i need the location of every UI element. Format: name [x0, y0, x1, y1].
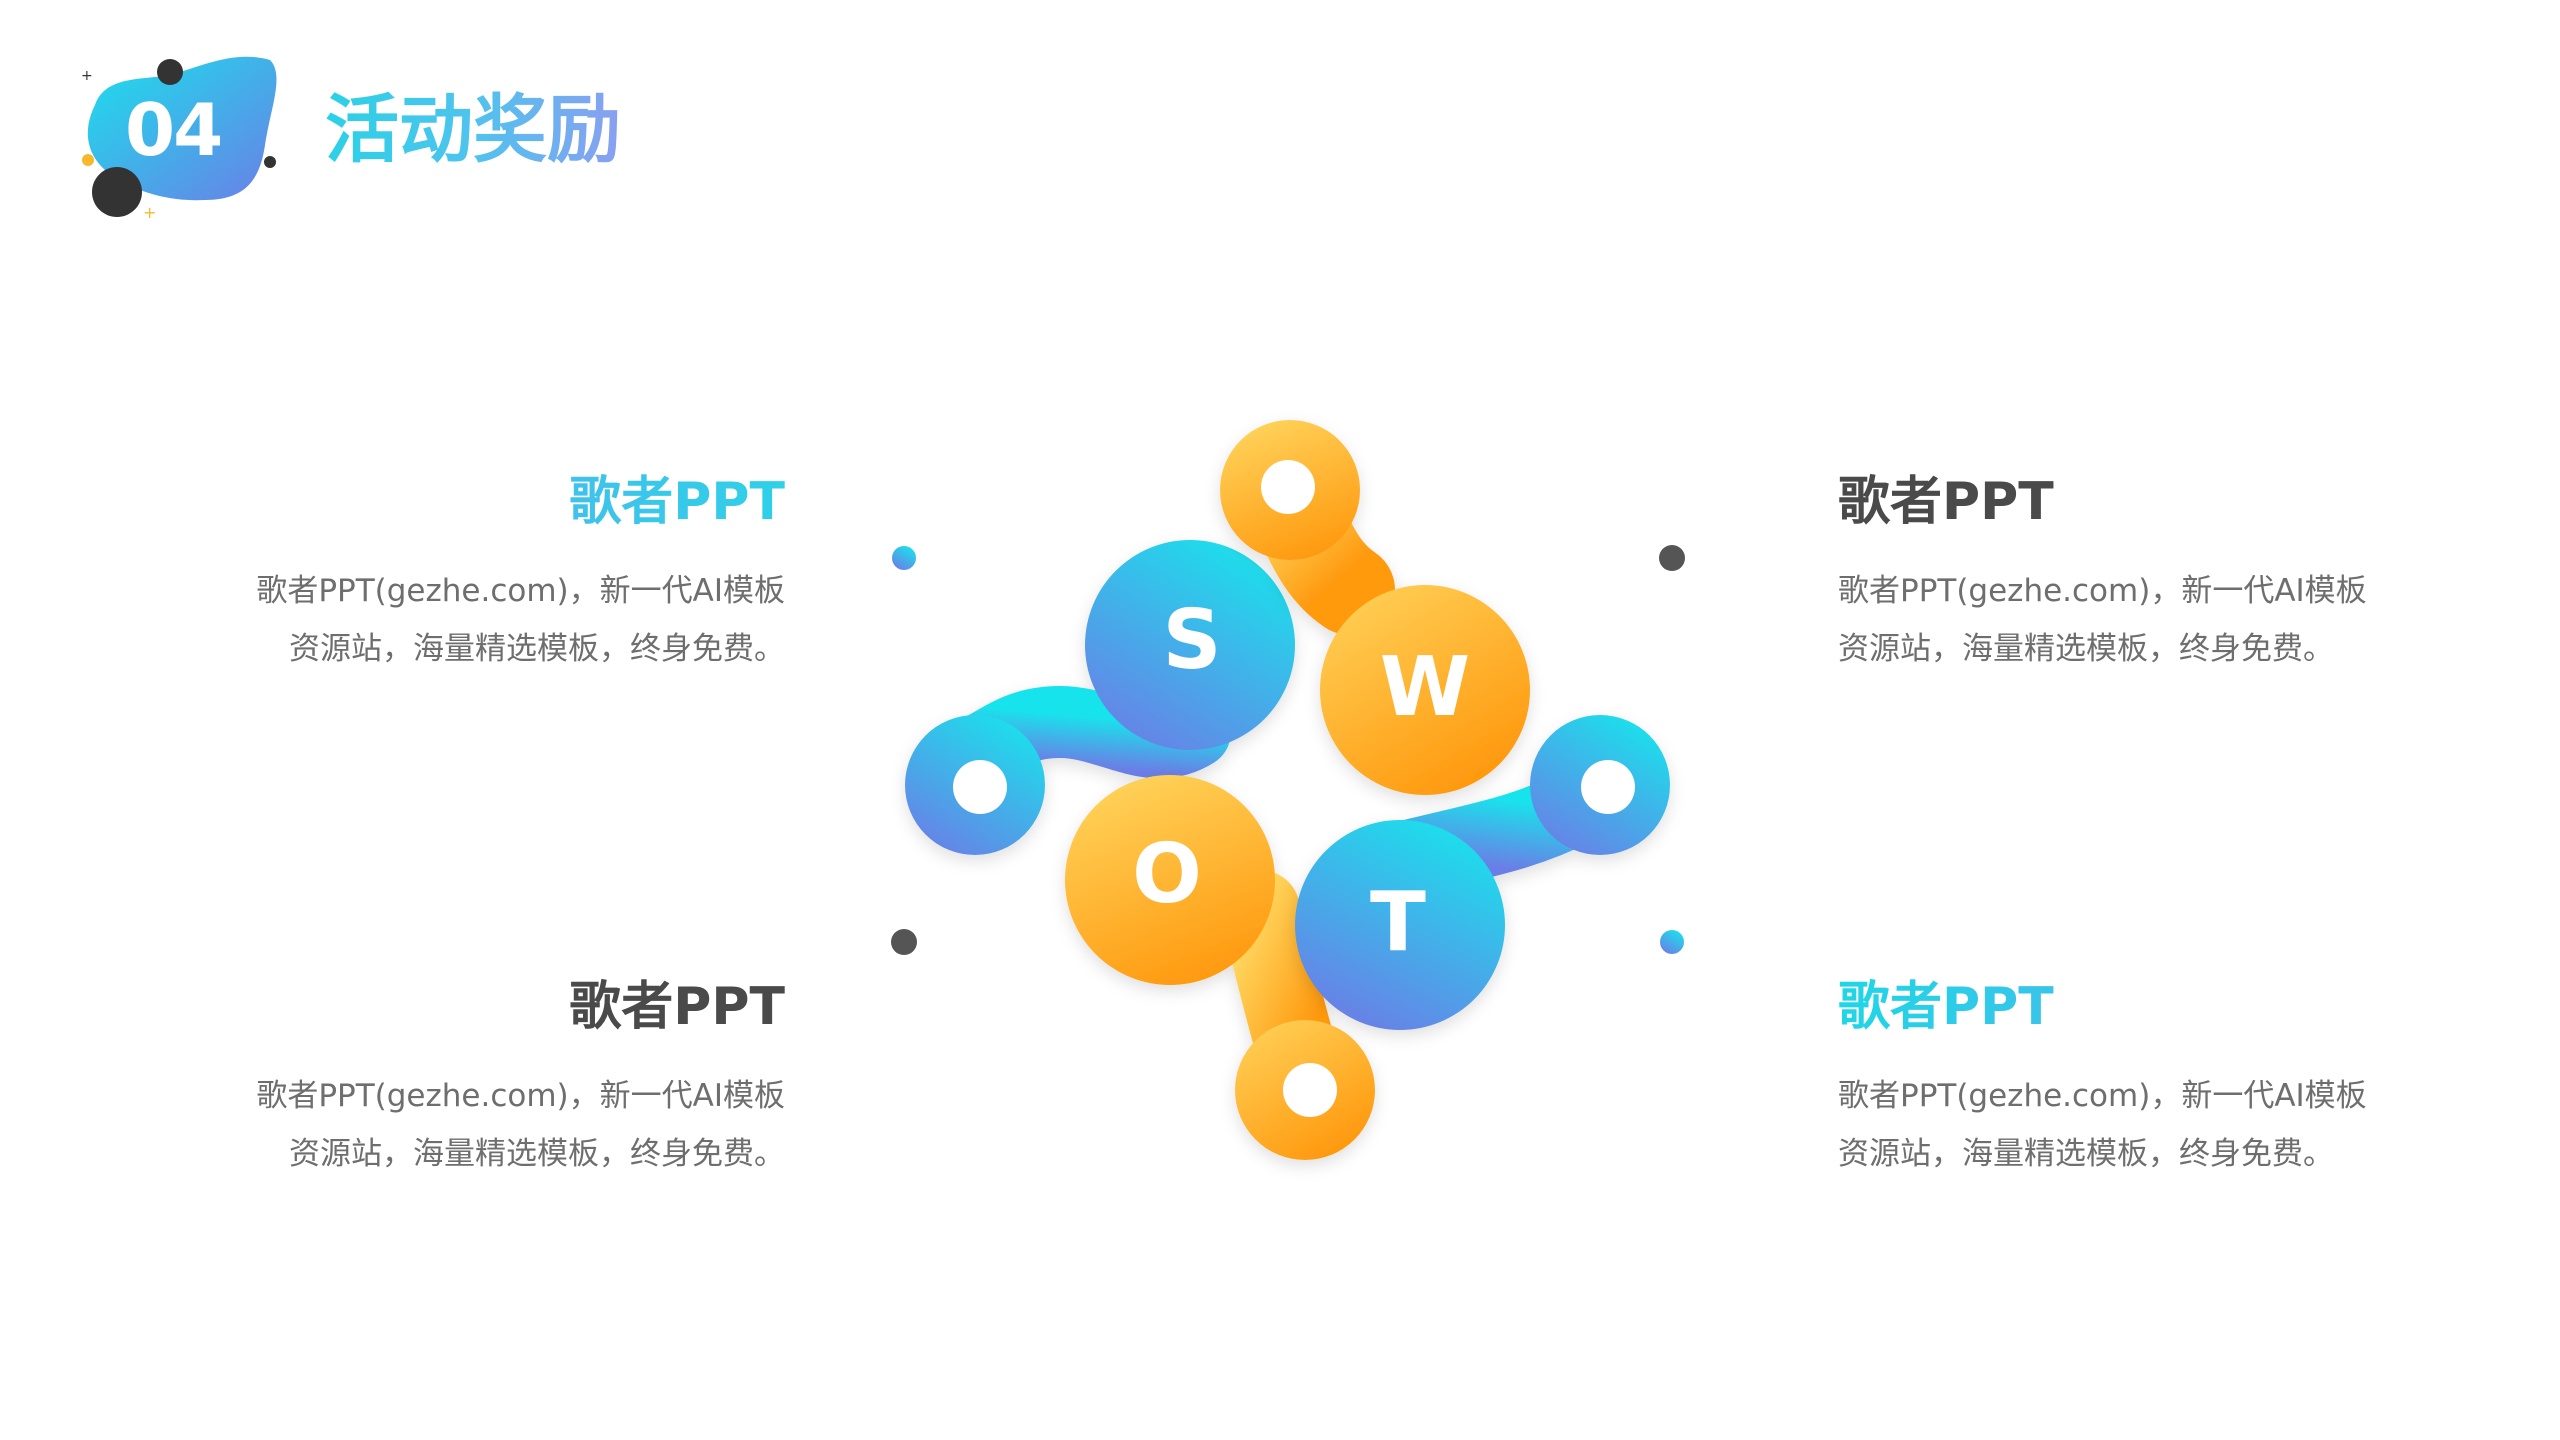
- block-desc-line: 资源站，海量精选模板，终身免费。: [1838, 1136, 2334, 1172]
- badge-dot: [264, 156, 276, 168]
- block-title: 歌者PPT: [1838, 975, 2398, 1039]
- connector-dot: [891, 929, 917, 955]
- block-desc-line: 资源站，海量精选模板，终身免费。: [289, 631, 785, 667]
- block-title: 歌者PPT: [569, 977, 785, 1037]
- connector-dot: [1660, 930, 1684, 954]
- badge-sparkle: +: [81, 68, 93, 84]
- block-title: 歌者PPT: [1838, 472, 2054, 532]
- swot-letter-s: S: [1162, 593, 1221, 688]
- connector-dot: [1659, 545, 1685, 571]
- block-bottom-right: 歌者PPT 歌者PPT(gezhe.com)，新一代AI模板 资源站，海量精选模…: [1838, 975, 2398, 1183]
- swot-node-hole: [953, 760, 1007, 814]
- block-desc-line: 歌者PPT(gezhe.com)，新一代AI模板: [256, 1078, 785, 1114]
- block-desc-line: 歌者PPT(gezhe.com)，新一代AI模板: [256, 573, 785, 609]
- section-number-badge: + +: [81, 56, 277, 220]
- swot-letter-t: T: [1370, 875, 1426, 970]
- swot-o-shape: [1065, 775, 1375, 1160]
- block-bottom-left: 歌者PPT 歌者PPT(gezhe.com)，新一代AI模板 资源站，海量精选模…: [225, 975, 785, 1183]
- block-desc-line: 资源站，海量精选模板，终身免费。: [289, 1136, 785, 1172]
- swot-node-hole: [1261, 460, 1315, 514]
- swot-node-hole: [1581, 760, 1635, 814]
- swot-w-shape: [1220, 420, 1530, 795]
- block-title: 歌者PPT: [225, 470, 785, 534]
- block-top-right: 歌者PPT 歌者PPT(gezhe.com)，新一代AI模板 资源站，海量精选模…: [1838, 470, 2398, 678]
- swot-t-shape: [1295, 715, 1670, 1030]
- block-desc-line: 资源站，海量精选模板，终身免费。: [1838, 631, 2334, 667]
- swot-node-hole: [1283, 1063, 1337, 1117]
- block-desc-line: 歌者PPT(gezhe.com)，新一代AI模板: [1838, 1078, 2367, 1114]
- badge-blob-shape: [87, 56, 277, 201]
- badge-dot: [157, 59, 183, 85]
- swot-letter-o: O: [1132, 827, 1202, 922]
- block-top-left: 歌者PPT 歌者PPT(gezhe.com)，新一代AI模板 资源站，海量精选模…: [225, 470, 785, 678]
- block-desc-line: 歌者PPT(gezhe.com)，新一代AI模板: [1838, 573, 2367, 609]
- swot-s-shape: [905, 540, 1295, 855]
- swot-diagram: S W O T: [891, 420, 1685, 1160]
- page-title: 活动奖励: [325, 82, 621, 178]
- badge-dot: [82, 154, 94, 166]
- badge-sparkle: +: [143, 203, 156, 220]
- swot-letter-w: W: [1380, 640, 1470, 735]
- badge-dot: [92, 167, 142, 217]
- section-number: 04: [125, 88, 223, 172]
- connector-dot: [892, 546, 916, 570]
